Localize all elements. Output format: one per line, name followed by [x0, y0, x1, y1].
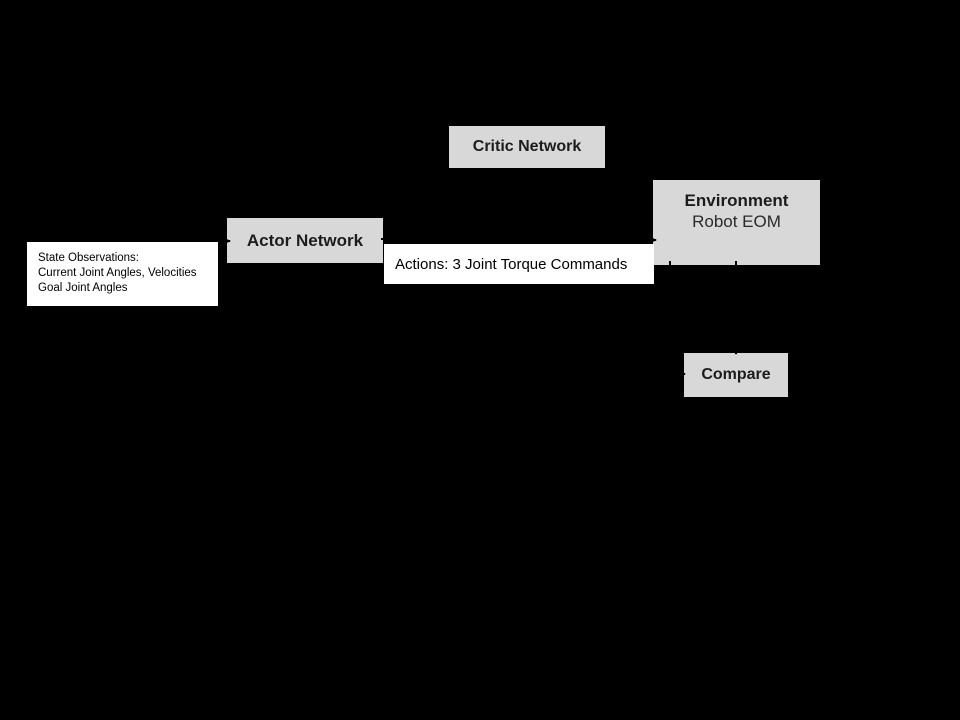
state-observations-line-1: State Observations:	[38, 252, 139, 264]
actions-label: Actions: 3 Joint Torque Commands	[395, 255, 628, 273]
critic-network-node: Critic Network	[449, 126, 605, 168]
state-observations-label-box: State Observations: Current Joint Angles…	[27, 242, 218, 306]
environment-title: Environment	[684, 191, 789, 210]
critic-network-label: Critic Network	[472, 138, 582, 155]
environment-subtitle: Robot EOM	[692, 212, 781, 231]
state-observations-line-3: Goal Joint Angles	[38, 282, 128, 294]
state-observations-line-2: Current Joint Angles, Velocities	[38, 267, 197, 279]
actions-label-box: Actions: 3 Joint Torque Commands	[384, 244, 654, 284]
actor-network-label: Actor Network	[246, 230, 364, 250]
actor-network-node: Actor Network	[227, 218, 383, 263]
compare-label: Compare	[701, 366, 771, 383]
compare-node: Compare	[684, 353, 788, 397]
arrow-environment-to-compare-left	[669, 261, 686, 378]
environment-node: Environment Robot EOM	[653, 180, 820, 265]
arrow-actor-to-environment	[380, 236, 657, 244]
